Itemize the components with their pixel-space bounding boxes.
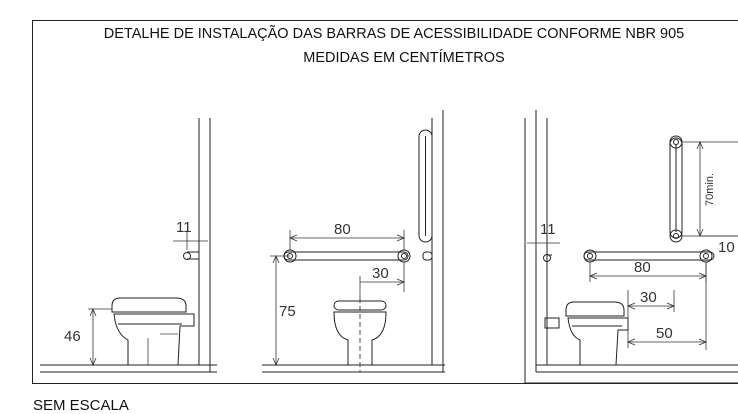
dimension-label-70min: 70min. [704,173,716,206]
toilet-seat-side [565,301,625,317]
dimension-label-10: 10 [718,239,735,256]
toilet-tank-connection [544,317,560,329]
dimension-arrow-75-bottom [272,357,280,367]
dimension-label-75: 75 [279,303,296,320]
toilet-bowl-side [113,313,195,366]
dimension-label-50: 50 [656,325,673,342]
dimension-arrow-30-right [666,302,676,310]
dimension-arrow-80-right [396,234,406,242]
view-front-elevation: 80 30 75 [262,110,445,373]
dimension-label-46: 46 [64,328,81,345]
scale-note: SEM ESCALA [33,397,129,414]
dimension-arrow-80-left [588,272,598,280]
toilet-bowl-side [567,317,629,366]
drawing-title: DETALHE DE INSTALAÇÃO DAS BARRAS DE ACES… [103,26,685,42]
vertical-bar-flange-top-inner [673,139,679,145]
dimension-arrow-30-left [626,302,636,310]
dimension-label-11: 11 [176,219,192,236]
dimension-label-30: 30 [640,289,657,306]
dimension-arrow-46-top [89,307,97,317]
vertical-bar-flange-bottom-inner [673,233,679,239]
toilet-seat-side [111,297,187,313]
dimension-arrow-70min-top [696,140,704,150]
grab-bar-flange-right-inner [401,253,407,259]
dimension-label-80: 80 [334,221,351,238]
dimension-label-11: 11 [540,221,556,238]
drawing-subtitle: MEDIDAS EM CENTÍMETROS [303,50,505,66]
dimension-arrow-50-right [698,338,708,346]
horizontal-grab-bar [283,251,409,261]
grab-bar-end-view [183,252,191,260]
dimension-label-30: 30 [372,265,389,282]
dimension-arrow-80-left [288,234,298,242]
grab-bar-flange-left-inner [587,253,593,259]
dimension-label-80: 80 [634,259,651,276]
dimension-arrow-50-left [626,338,636,346]
toilet-base-detail [147,333,178,365]
dimension-arrow-75-top [272,254,280,264]
grab-bar-flange-right-inner [703,253,709,259]
view-front-elevation-vertical-bar: 11 70min. 10 [524,110,738,384]
view-side-elevation: 11 46 [40,118,217,373]
dimension-arrow-46-bottom [89,357,97,367]
bar-bracket [422,251,433,261]
drawing-frame [32,20,738,384]
dimension-arrow-30 [396,278,406,286]
